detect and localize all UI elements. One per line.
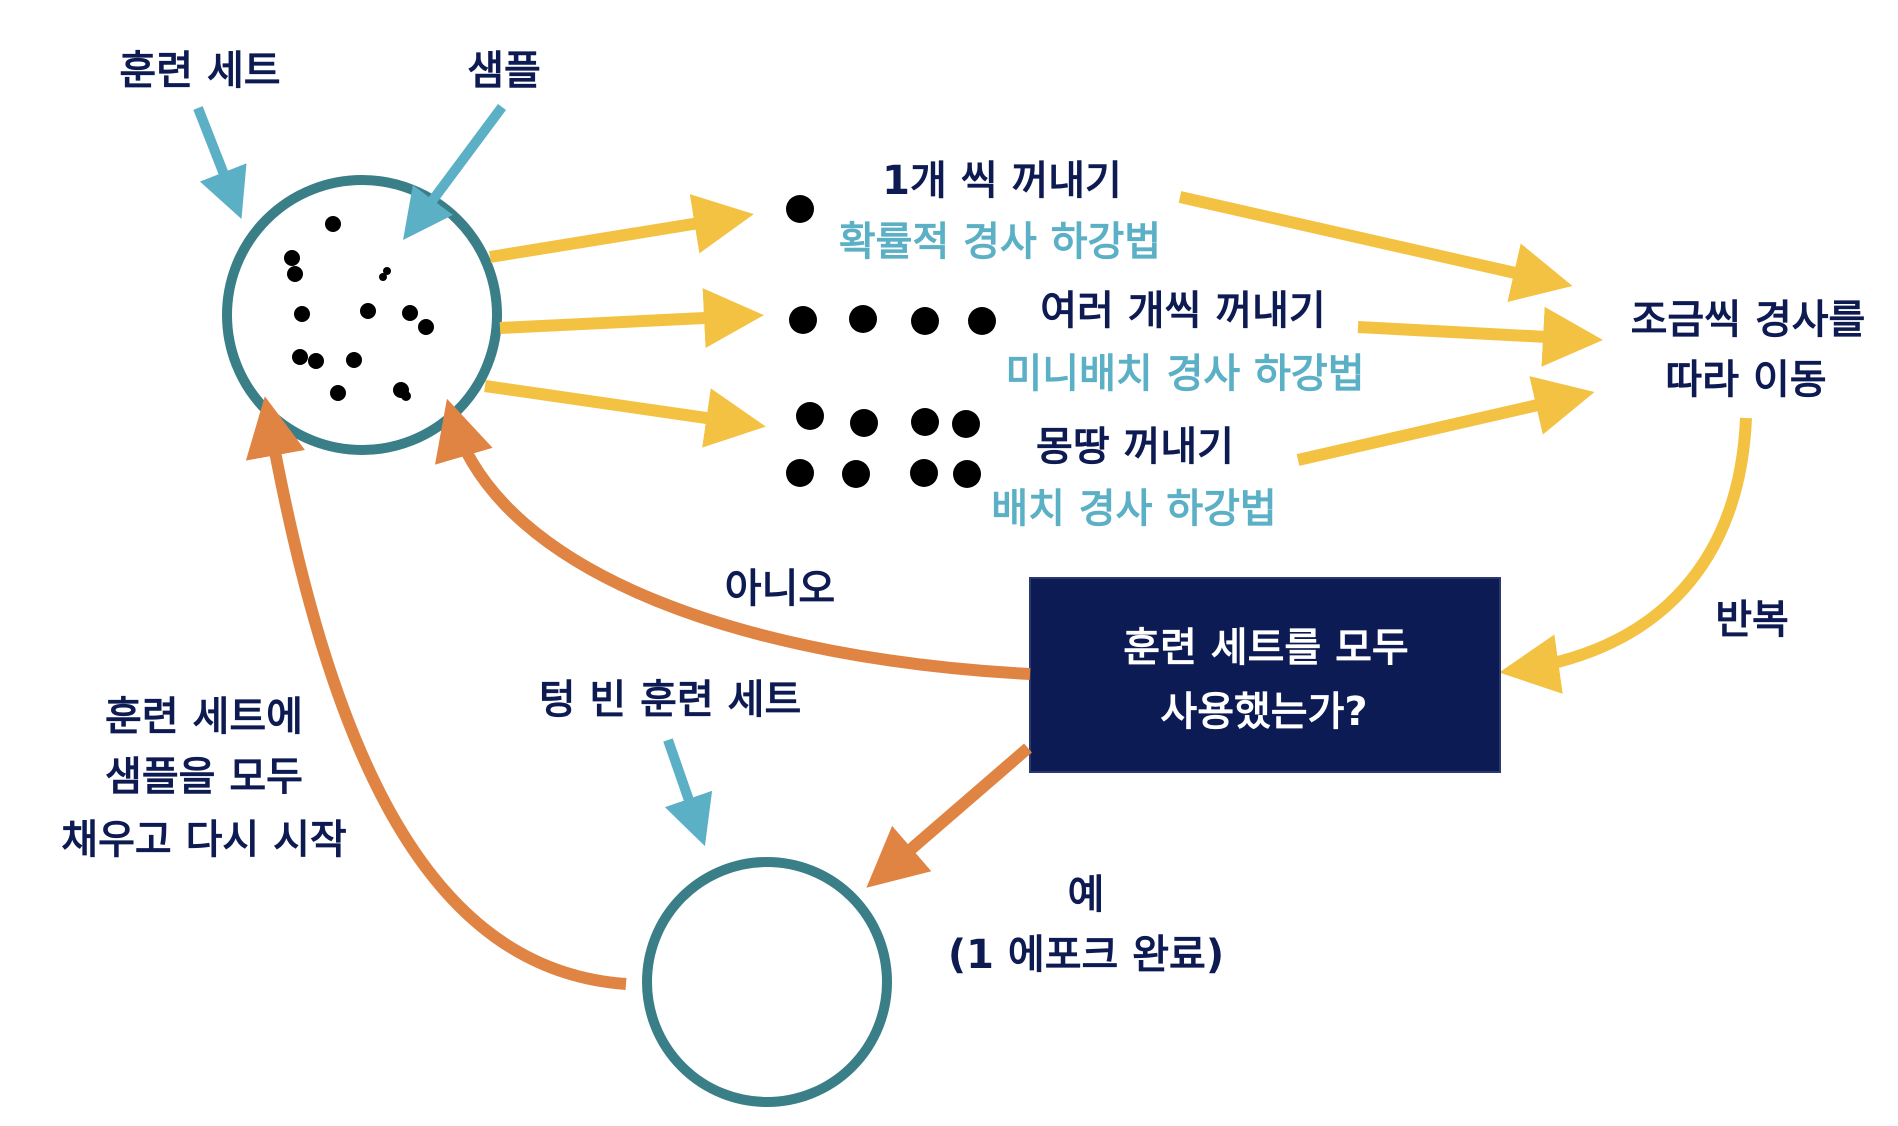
no-label: 아니오 — [725, 566, 835, 612]
sample-dot — [911, 307, 939, 335]
sample-dot — [953, 460, 981, 488]
sample-dot — [786, 459, 814, 487]
arrow-minibatch-to-move — [1357, 306, 1603, 367]
empty-set-pointer-arrow — [663, 738, 713, 847]
decision-label-line2: 사용했는가? — [1160, 689, 1367, 735]
refill-label-line1: 훈련 세트에 — [105, 694, 303, 740]
repeat-label: 반복 — [1715, 597, 1789, 643]
repeat-arrow — [1499, 417, 1752, 694]
sample-dot — [346, 352, 362, 368]
sample-pointer-arrow — [403, 104, 507, 241]
sample-dot — [952, 410, 980, 438]
decision-box — [1029, 577, 1501, 773]
single-sample-group — [786, 195, 814, 223]
sample-dot — [379, 273, 387, 281]
sample-dot — [292, 349, 308, 365]
sample-dot — [383, 267, 391, 275]
minibatch-gd-label: 미니배치 경사 하강법 — [1005, 351, 1364, 397]
sample-dot — [968, 307, 996, 335]
move-label-line2: 따라 이동 — [1665, 357, 1826, 403]
batch-gd-label: 배치 경사 하강법 — [991, 486, 1276, 532]
sgd-label: 확률적 경사 하강법 — [839, 219, 1161, 265]
sample-dot — [284, 250, 300, 266]
sample-dot — [402, 305, 418, 321]
one-at-a-time-label: 1개 씩 꺼내기 — [882, 158, 1122, 204]
sample-dot — [849, 305, 877, 333]
arrow-to-minibatch — [499, 288, 764, 349]
sample-dot — [360, 303, 376, 319]
batch-sample-group — [786, 402, 981, 488]
sample-dot — [850, 409, 878, 437]
sample-dot — [418, 319, 434, 335]
sample-dot — [786, 195, 814, 223]
empty-training-set-circle — [642, 857, 892, 1107]
yes-label-line2: (1 에포크 완료) — [948, 932, 1224, 978]
sample-dot — [796, 402, 824, 430]
restart-arrow — [245, 396, 627, 990]
sample-dot — [330, 385, 346, 401]
empty-set-label: 텅 빈 훈련 세트 — [539, 677, 802, 723]
sample-dot — [910, 459, 938, 487]
move-label-line1: 조금씩 경사를 — [1631, 297, 1866, 343]
refill-label-line3: 채우고 다시 시작 — [61, 817, 347, 863]
refill-label-line2: 샘플을 모두 — [105, 754, 303, 800]
arrow-batch-to-move — [1296, 376, 1595, 466]
arrow-to-single-sample — [489, 194, 754, 263]
no-arrow — [435, 398, 1031, 680]
training-set-label: 훈련 세트 — [119, 48, 280, 94]
sample-dot — [789, 306, 817, 334]
training-set-samples — [284, 216, 434, 401]
all-at-once-label: 몽땅 꺼내기 — [1036, 424, 1234, 470]
sample-dot — [287, 266, 303, 282]
decision-label-line1: 훈련 세트를 모두 — [1123, 625, 1408, 671]
minibatch-sample-group — [789, 305, 996, 335]
arrow-sgd-to-move — [1178, 191, 1573, 302]
sample-dot — [911, 408, 939, 436]
sample-dot — [325, 216, 341, 232]
yes-label-line1: 예 — [1068, 872, 1105, 918]
sample-dot — [842, 460, 870, 488]
sample-dot — [401, 391, 411, 401]
several-at-a-time-label: 여러 개씩 꺼내기 — [1040, 288, 1325, 334]
sample-label: 샘플 — [467, 48, 541, 94]
training-set-pointer-arrow — [193, 106, 247, 219]
yes-arrow — [866, 743, 1032, 888]
arrow-to-batch — [484, 380, 766, 448]
sample-dot — [294, 306, 310, 322]
sample-dot — [308, 353, 324, 369]
